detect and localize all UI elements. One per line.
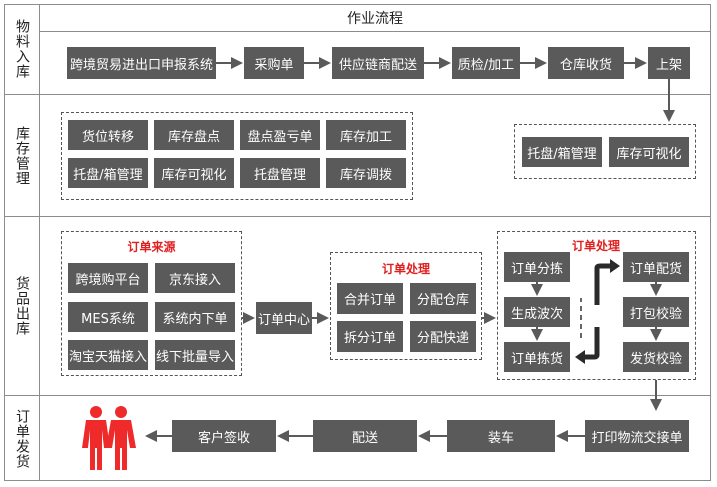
inventory-group xyxy=(61,112,413,200)
source-internal: 系统内下单 xyxy=(155,302,235,332)
inventory-profit-loss: 盘点盈亏单 xyxy=(240,120,320,150)
process-assign-courier: 分配快递 xyxy=(410,321,476,352)
section-label-inventory: 库存管理 xyxy=(14,125,30,186)
process-order-picking: 订单拣货 xyxy=(504,342,570,372)
step-purchase-order: 采购单 xyxy=(244,47,304,79)
inventory-pallet-management: 托盘管理 xyxy=(240,158,320,188)
diagram-frame xyxy=(4,4,711,481)
source-cross-border: 跨境购平台 xyxy=(68,263,148,293)
inventory-right-visualization: 库存可视化 xyxy=(609,137,689,167)
ship-delivery: 配送 xyxy=(313,420,417,452)
row-divider-3 xyxy=(4,395,711,396)
order-source-group xyxy=(61,231,242,376)
inventory-location-transfer: 货位转移 xyxy=(68,120,148,150)
process-pack-check: 打包校验 xyxy=(623,297,689,327)
header-divider xyxy=(39,31,711,32)
inventory-stocktake: 库存盘点 xyxy=(154,120,234,150)
diagram-title: 作业流程 xyxy=(347,11,403,27)
inventory-visualization: 库存可视化 xyxy=(154,158,234,188)
ship-loading: 装车 xyxy=(447,420,555,452)
order-process-group-1 xyxy=(330,252,482,360)
process-order-allocation: 订单配货 xyxy=(623,252,689,282)
step-warehouse-receipt: 仓库收货 xyxy=(548,47,624,79)
step-supplier-delivery: 供应链商配送 xyxy=(332,47,424,79)
source-jd: 京东接入 xyxy=(155,263,235,293)
inventory-pallet-box: 托盘/箱管理 xyxy=(68,158,148,188)
source-offline-import: 线下批量导入 xyxy=(155,340,235,370)
step-put-away: 上架 xyxy=(648,47,690,79)
process-ship-check: 发货校验 xyxy=(623,342,689,372)
row-divider-2 xyxy=(4,216,711,217)
section-label-shipping: 订单发货 xyxy=(14,408,30,469)
process-generate-wave: 生成波次 xyxy=(504,297,570,327)
order-process-group-2 xyxy=(497,231,696,380)
inventory-right-pallet-box: 托盘/箱管理 xyxy=(522,137,602,167)
ship-customer-signoff: 客户签收 xyxy=(172,420,276,452)
step-inspection: 质检/加工 xyxy=(452,47,520,79)
source-taobao-tmall: 淘宝天猫接入 xyxy=(68,340,148,370)
source-mes: MES系统 xyxy=(68,302,148,332)
section-label-outbound: 货品出库 xyxy=(14,276,30,336)
column-divider xyxy=(39,4,40,481)
curve-arrow-down xyxy=(584,327,600,360)
inventory-transfer: 库存调拨 xyxy=(326,158,406,188)
order-source-title: 订单来源 xyxy=(127,240,176,254)
order-center: 订单中心 xyxy=(256,302,312,334)
step-customs-system: 跨境贸易进出口申报系统 xyxy=(67,47,216,79)
process-split-orders: 拆分订单 xyxy=(337,321,403,352)
order-process-title-1: 订单处理 xyxy=(381,262,430,276)
curve-arrow-up xyxy=(594,263,611,305)
inventory-processing: 库存加工 xyxy=(326,120,406,150)
section-label-inbound: 物料入库 xyxy=(14,19,30,79)
order-process-title-2: 订单处理 xyxy=(571,239,620,253)
ship-print-handover: 打印物流交接单 xyxy=(585,420,689,452)
process-assign-warehouse: 分配仓库 xyxy=(410,283,476,314)
inventory-right-group xyxy=(514,124,696,179)
process-order-sorting: 订单分拣 xyxy=(504,252,570,282)
people-icon xyxy=(82,406,136,470)
row-divider-1 xyxy=(4,94,711,95)
process-merge-orders: 合并订单 xyxy=(337,283,403,314)
